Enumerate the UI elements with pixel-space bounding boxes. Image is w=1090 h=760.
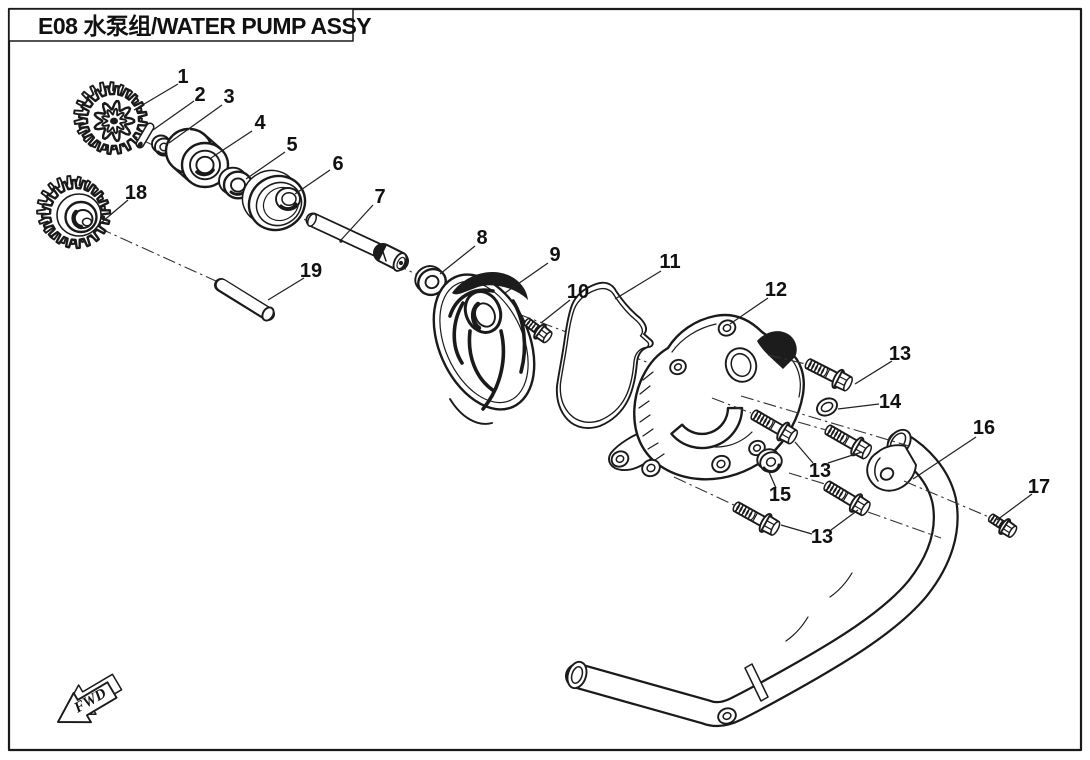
gasket-11 xyxy=(555,281,654,429)
callout-8: 8 xyxy=(476,227,487,249)
bolt-13-e xyxy=(819,475,874,520)
pin-2 xyxy=(135,122,155,149)
washer-8 xyxy=(414,265,447,297)
o-ring-14 xyxy=(816,397,838,417)
impeller-9 xyxy=(432,272,536,425)
callout-17: 17 xyxy=(1028,476,1050,498)
bearing-4 xyxy=(164,127,230,189)
callout-13-a: 13 xyxy=(889,343,911,365)
callout-1: 1 xyxy=(177,66,188,88)
bolt-17 xyxy=(984,508,1021,542)
callout-10: 10 xyxy=(567,281,589,303)
callout-12: 12 xyxy=(765,279,787,301)
callout-13-b: 13 xyxy=(809,460,831,482)
callout-labels: 1 2 3 4 5 6 7 8 9 10 11 12 13 14 16 13 1… xyxy=(125,66,1050,548)
pipe-tab xyxy=(744,663,769,702)
page-border xyxy=(7,7,1083,752)
callout-14: 14 xyxy=(879,391,902,413)
callout-15: 15 xyxy=(769,484,791,506)
callout-9: 9 xyxy=(549,244,560,266)
water-pipe-16 xyxy=(565,428,959,728)
callout-5: 5 xyxy=(286,134,297,156)
page-title: E08 水泵组/WATER PUMP ASSY xyxy=(38,13,371,39)
callout-13-c: 13 xyxy=(811,526,833,548)
gear-18 xyxy=(36,175,112,250)
callout-11: 11 xyxy=(659,251,680,273)
callout-7: 7 xyxy=(374,186,385,208)
bolt-bosses xyxy=(610,319,766,478)
bolt-13-c xyxy=(820,419,876,464)
pipe-ring xyxy=(717,707,737,725)
fwd-arrow: FWD xyxy=(57,673,123,724)
bolt-13-a xyxy=(800,352,856,396)
callout-16: 16 xyxy=(973,417,995,439)
title-block: E08 水泵组/WATER PUMP ASSY xyxy=(8,8,372,42)
gear-1 xyxy=(73,81,149,156)
leader-lines xyxy=(101,83,1033,535)
mechanical-seal-6 xyxy=(241,169,307,232)
callout-6: 6 xyxy=(332,153,343,175)
callout-19: 19 xyxy=(300,260,322,282)
title-box xyxy=(8,8,354,42)
callout-3: 3 xyxy=(223,86,234,108)
callout-4: 4 xyxy=(254,112,266,134)
volute-channel xyxy=(670,406,744,450)
washer-15 xyxy=(756,448,783,474)
center-lines-front xyxy=(673,354,990,539)
shaft-7 xyxy=(305,212,409,272)
pipe-bracket xyxy=(866,444,917,492)
callout-2: 2 xyxy=(194,84,205,106)
callout-18: 18 xyxy=(125,182,147,204)
flange-hatching xyxy=(638,371,665,461)
pin-19 xyxy=(214,278,275,322)
